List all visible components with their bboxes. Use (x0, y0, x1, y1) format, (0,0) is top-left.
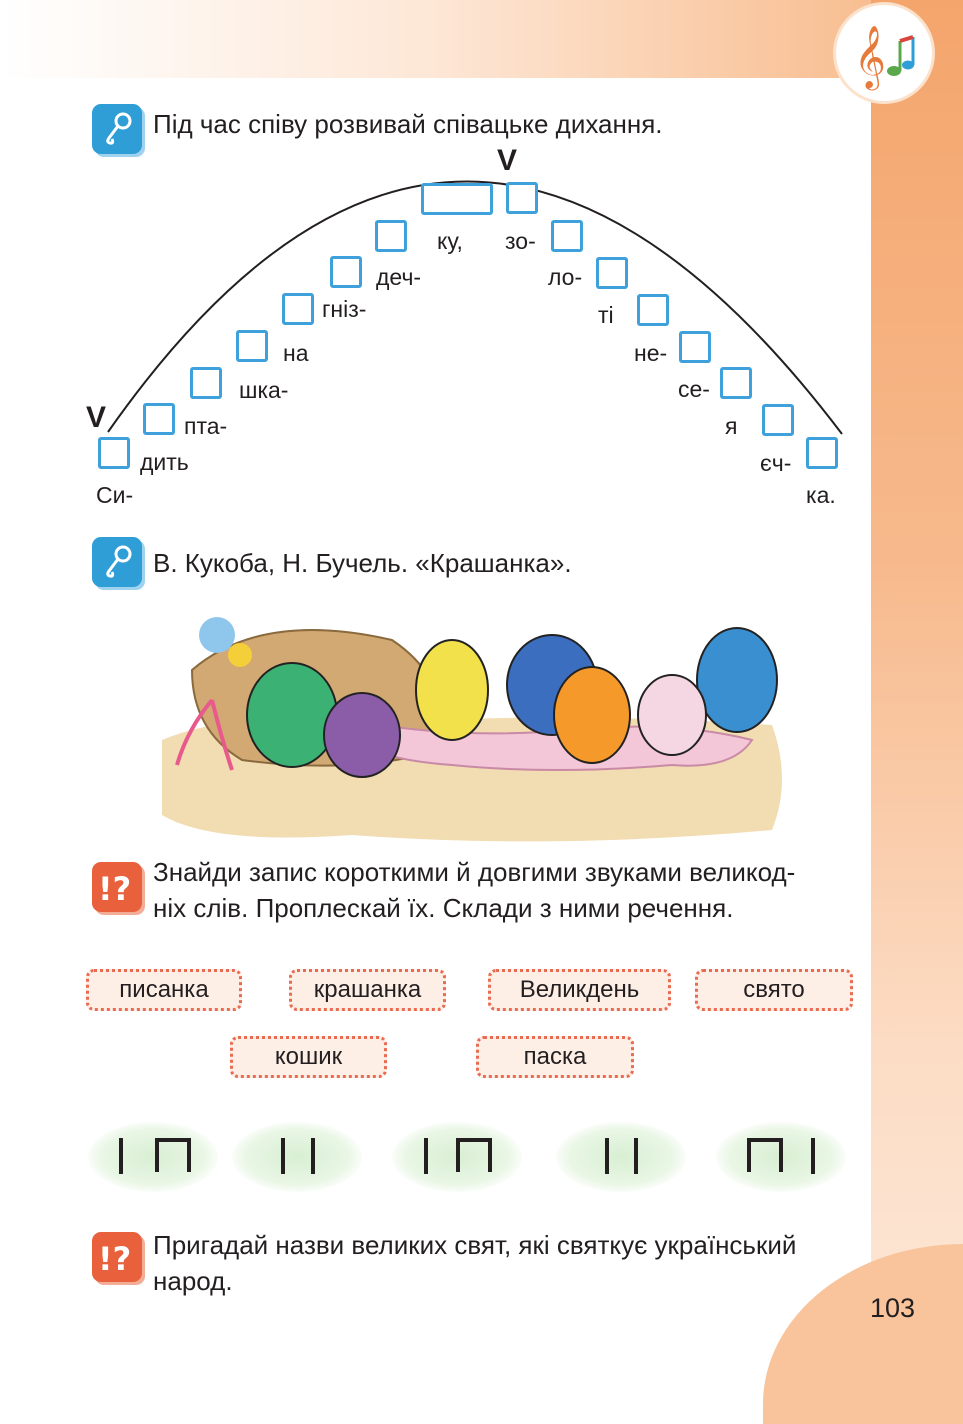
word-card: кошик (230, 1036, 387, 1078)
word-card: крашанка (289, 969, 446, 1011)
short-sound-mark (281, 1138, 285, 1174)
syllable: шка- (239, 377, 289, 403)
breath-mark: V (497, 144, 518, 177)
note-square (190, 367, 222, 399)
syllable: деч- (376, 264, 422, 290)
note-square (98, 437, 130, 469)
note-square (143, 403, 175, 435)
note-square (506, 182, 538, 214)
note-square (720, 367, 752, 399)
syllable: гніз- (322, 296, 367, 322)
syllable: ті (598, 302, 614, 328)
syllable: дить (140, 449, 189, 475)
syllable: на (283, 340, 309, 366)
page-number: 103 (870, 1293, 916, 1323)
word-card: паска (476, 1036, 634, 1078)
short-sound-mark (119, 1138, 123, 1174)
note-square (375, 220, 407, 252)
word-card: писанка (86, 969, 242, 1011)
svg-text:!?: !? (98, 870, 131, 908)
music-notes-icon: 𝄞 (836, 5, 932, 101)
right-decor-band (871, 0, 963, 1394)
task2-line1: Пригадай назви великих свят, які святкує… (153, 1230, 797, 1260)
note-square (330, 256, 362, 288)
breath-arch (107, 180, 843, 435)
task1-line1: Знайди запис короткими й довгими звуками… (153, 857, 796, 887)
word-card: свято (695, 969, 853, 1011)
microphone-icon (92, 104, 142, 154)
short-sound-mark (424, 1138, 428, 1174)
syllable: пта- (184, 413, 228, 439)
instruction-breath: Під час співу розвивай співацьке дихання… (153, 109, 663, 139)
note-square (806, 437, 838, 469)
short-sound-mark (811, 1138, 815, 1174)
svg-text:𝄞: 𝄞 (854, 25, 886, 91)
rhythm-pattern (556, 1122, 686, 1192)
syllable: зо- (505, 228, 536, 254)
question-exclaim-icon: !? (92, 1232, 142, 1282)
syllable: не- (634, 340, 668, 366)
short-sound-mark (311, 1138, 315, 1174)
corner-decor (763, 1244, 963, 1424)
short-sound-mark (605, 1138, 609, 1174)
note-square (596, 257, 628, 289)
syllable: єч- (760, 450, 792, 476)
question-exclaim-icon: !? (92, 862, 142, 912)
long-sound-mark (456, 1138, 492, 1172)
word-card: Великдень (488, 969, 671, 1011)
note-square-long (421, 183, 493, 215)
syllable: ку, (437, 228, 463, 254)
note-square (282, 293, 314, 325)
long-sound-mark (155, 1138, 191, 1172)
note-square (637, 294, 669, 326)
syllable: Си- (96, 482, 134, 508)
long-sound-mark (747, 1138, 783, 1172)
microphone-icon (92, 537, 142, 587)
syllable: ка. (806, 482, 836, 508)
syllable: се- (678, 376, 710, 402)
breath-mark: V (86, 401, 107, 434)
svg-text:!?: !? (98, 1240, 131, 1278)
note-square (679, 331, 711, 363)
top-decor-band (0, 0, 963, 78)
syllable: я (725, 413, 738, 439)
note-square (236, 330, 268, 362)
easter-eggs-illustration (152, 600, 792, 845)
rhythm-pattern (232, 1122, 362, 1192)
note-square (551, 220, 583, 252)
song-title: В. Кукоба, Н. Бучель. «Крашанка». (153, 548, 572, 578)
task1-line2: ніх слів. Проплескай їх. Склади з ними р… (153, 893, 734, 923)
short-sound-mark (634, 1138, 638, 1174)
task2-line2: народ. (153, 1266, 233, 1296)
syllable: ло- (548, 264, 583, 290)
rhythm-pattern (88, 1122, 218, 1192)
note-square (762, 404, 794, 436)
